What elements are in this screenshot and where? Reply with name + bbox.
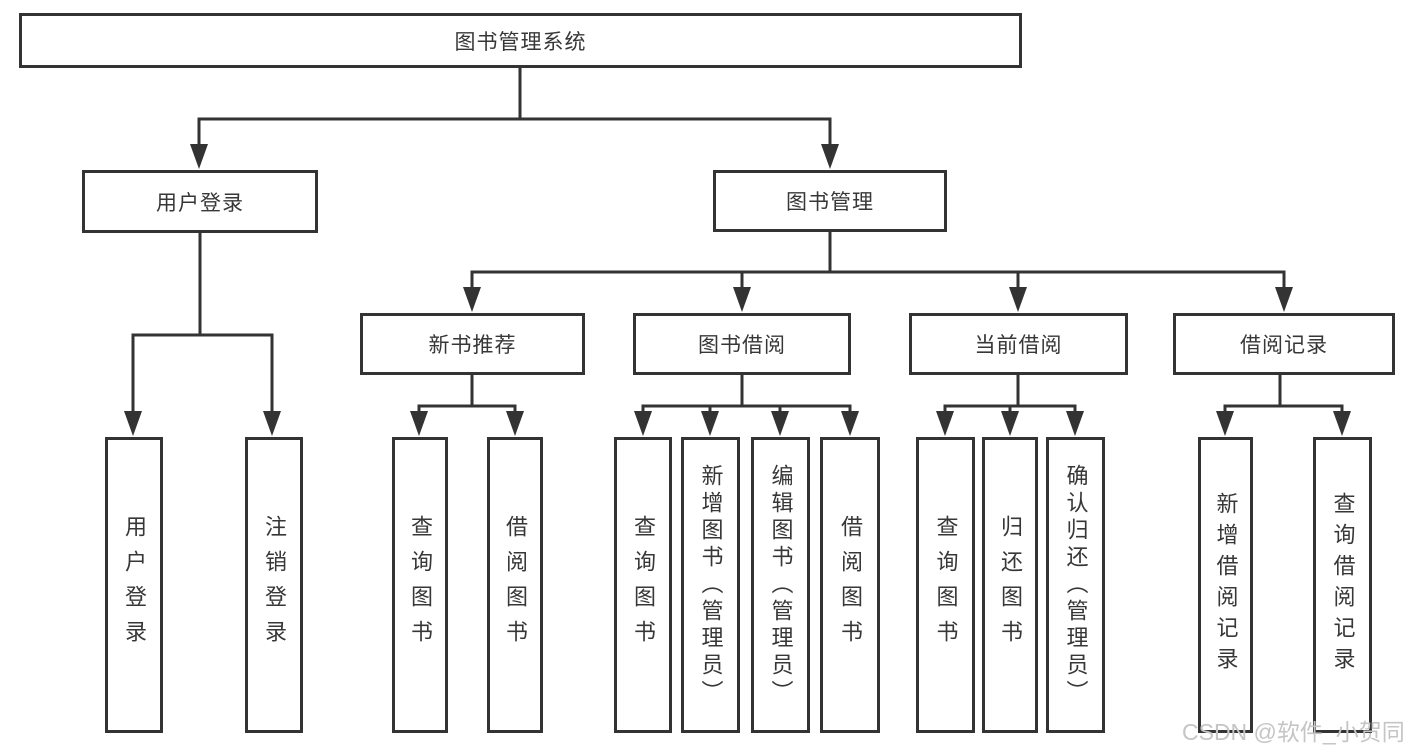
node-library-management-system: 图书管理系统 xyxy=(19,13,1022,68)
leaf-confirm-return-admin: 确认归还（管理员） xyxy=(1046,437,1105,733)
leaf-user-login: 用户登录 xyxy=(105,437,163,733)
node-borrow-record: 借阅记录 xyxy=(1173,313,1395,375)
node-current-borrow: 当前借阅 xyxy=(909,313,1128,375)
node-label: 借阅图书 xyxy=(838,515,863,655)
node-label: 查询借阅记录 xyxy=(1330,492,1356,678)
node-label: 注销登录 xyxy=(262,515,287,655)
node-label: 当前借阅 xyxy=(974,334,1063,357)
node-label: 借阅记录 xyxy=(1240,334,1328,357)
node-label: 用户登录 xyxy=(122,515,147,655)
leaf-edit-books-admin: 编辑图书（管理员） xyxy=(751,437,810,733)
leaf-query-books-borrow: 查询图书 xyxy=(614,437,672,733)
node-label: 新增借阅记录 xyxy=(1213,492,1239,678)
node-label: 新书推荐 xyxy=(428,334,517,357)
arrowhead-icons xyxy=(124,144,1351,436)
leaf-borrow-books: 借阅图书 xyxy=(820,437,880,733)
leaf-query-books-recommend: 查询图书 xyxy=(392,437,448,733)
leaf-borrow-books-recommend: 借阅图书 xyxy=(487,437,543,733)
node-label: 用户登录 xyxy=(156,191,244,215)
node-label: 图书管理系统 xyxy=(454,30,587,54)
node-label: 查询图书 xyxy=(408,515,433,655)
node-label: 图书管理 xyxy=(786,191,874,214)
leaf-add-books-admin: 新增图书（管理员） xyxy=(681,437,740,733)
leaf-return-books: 归还图书 xyxy=(982,437,1038,733)
leaf-query-borrow-record: 查询借阅记录 xyxy=(1313,437,1372,733)
leaf-query-books-current: 查询图书 xyxy=(916,437,975,733)
node-new-book-recommend: 新书推荐 xyxy=(360,313,585,375)
node-book-management: 图书管理 xyxy=(713,170,947,232)
node-label: 图书借阅 xyxy=(698,334,786,357)
node-label: 编辑图书（管理员） xyxy=(768,463,794,707)
leaf-add-borrow-record: 新增借阅记录 xyxy=(1198,437,1253,733)
node-label: 新增图书（管理员） xyxy=(698,463,724,707)
node-book-borrow: 图书借阅 xyxy=(633,313,851,375)
watermark: CSDN @软件_小贺同学 xyxy=(1182,719,1405,745)
node-label: 查询图书 xyxy=(631,515,656,655)
leaf-logout: 注销登录 xyxy=(245,437,303,733)
node-label: 借阅图书 xyxy=(503,515,528,655)
node-label: 确认归还（管理员） xyxy=(1063,463,1089,707)
node-label: 查询图书 xyxy=(933,515,959,655)
node-user-login: 用户登录 xyxy=(82,170,318,233)
node-label: 归还图书 xyxy=(998,515,1023,655)
